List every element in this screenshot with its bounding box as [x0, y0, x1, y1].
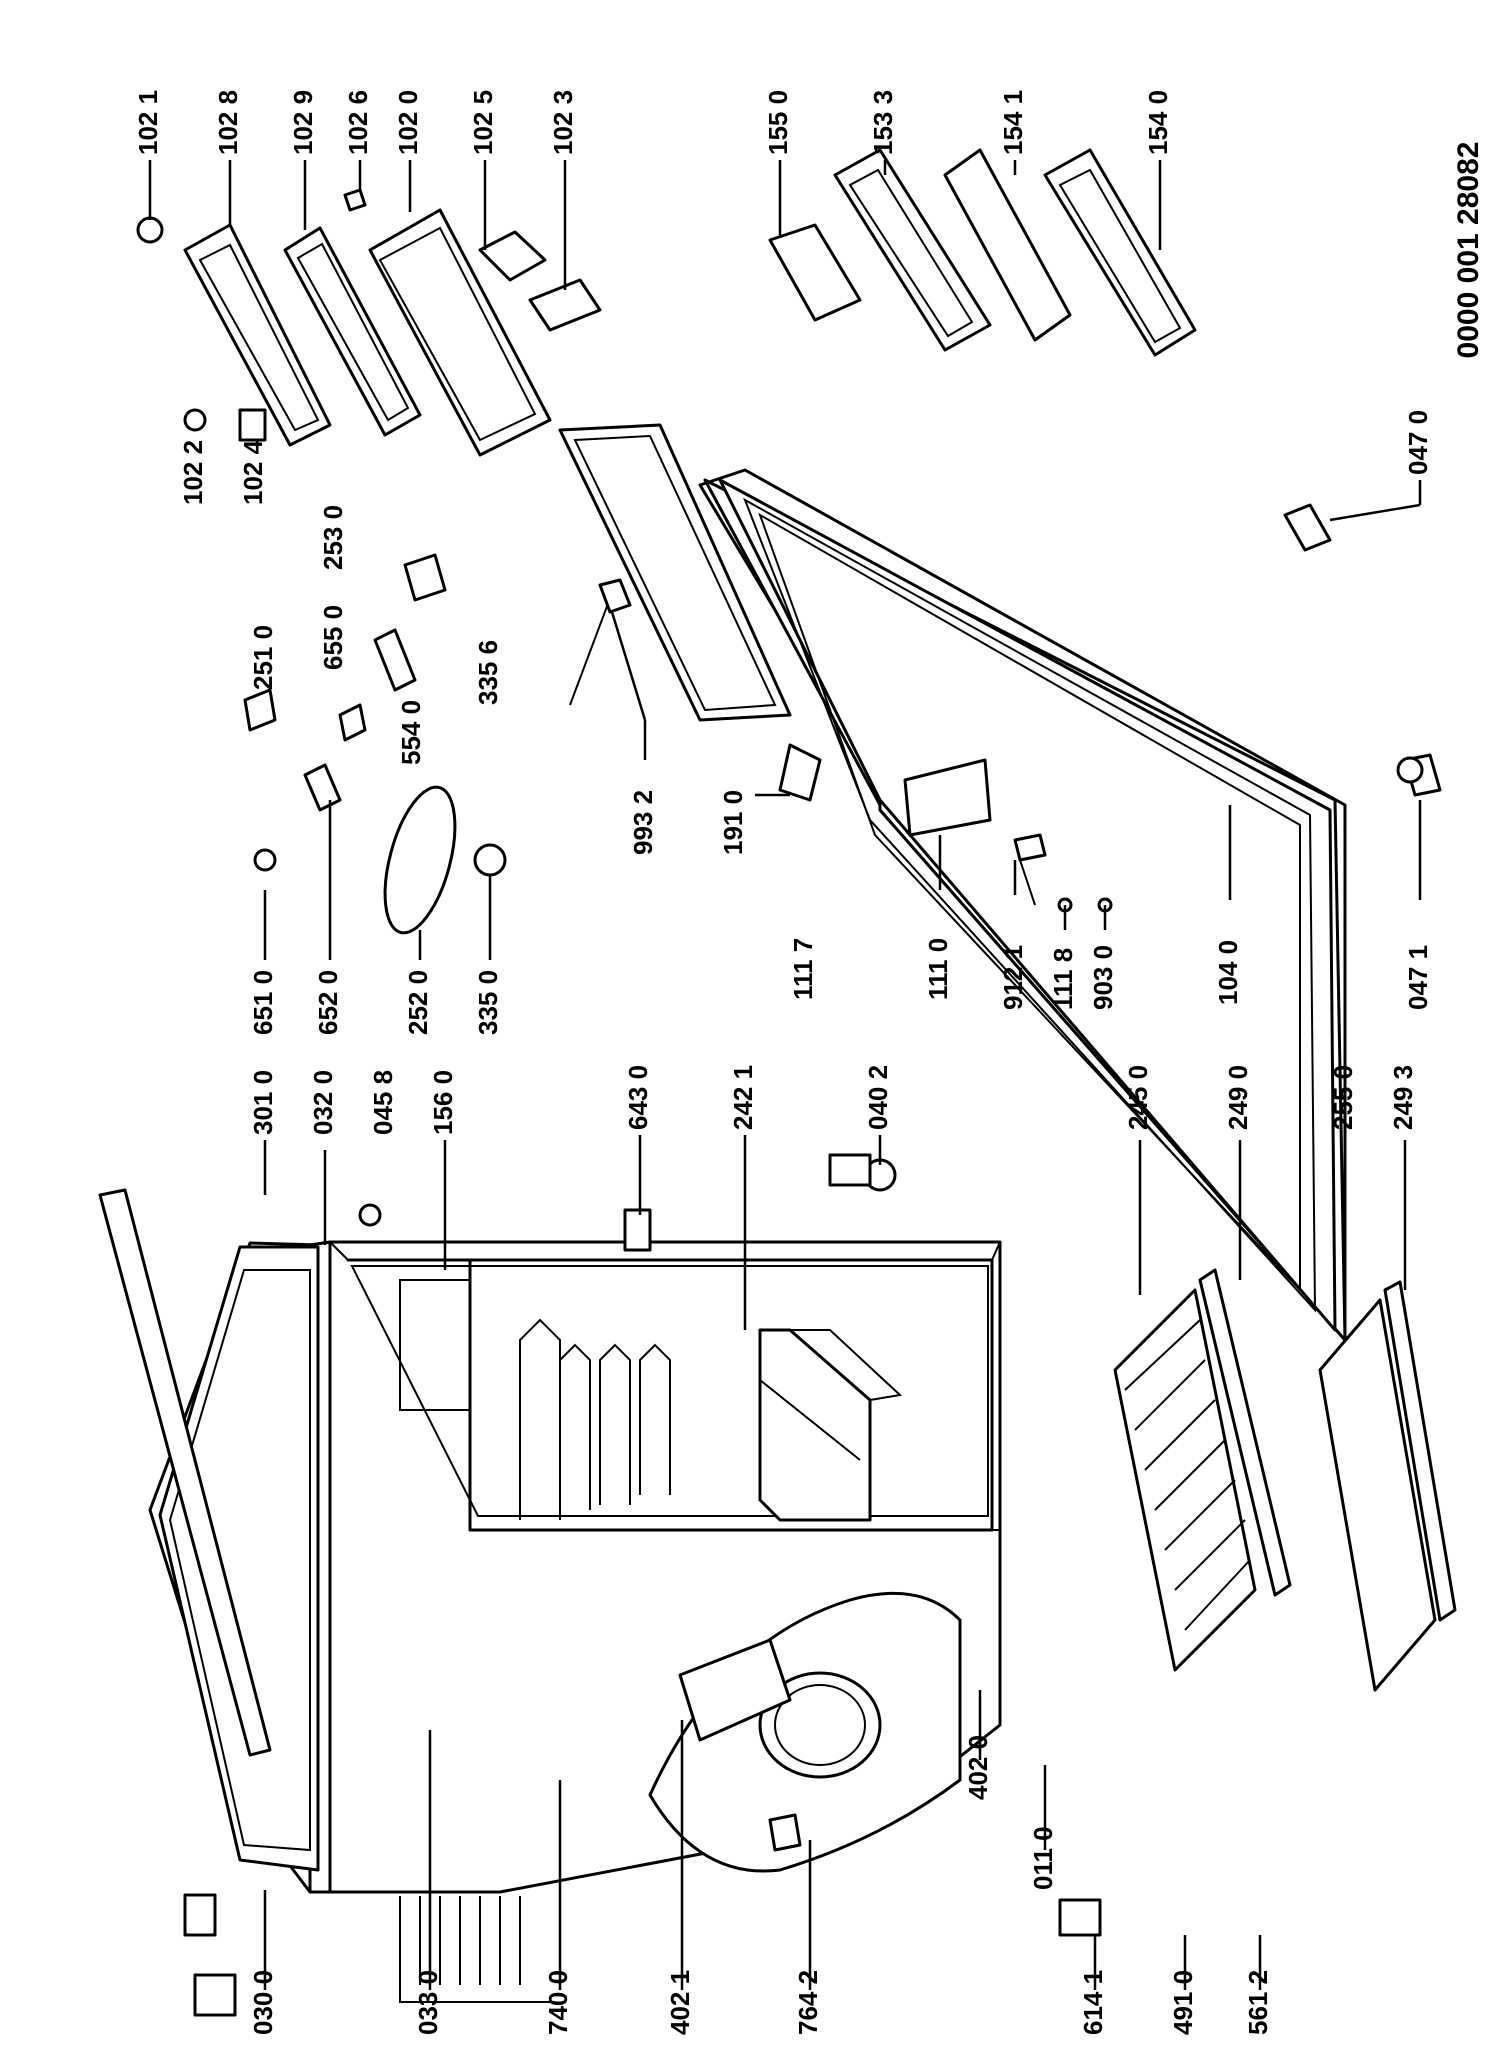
shelf-parts [1113, 1268, 1457, 1692]
hinge-bottom-part [828, 1153, 872, 1187]
lamp-cover-part [623, 1208, 652, 1252]
label-993-2: 993 2 [628, 790, 658, 855]
label-111-8: 111 8 [1048, 948, 1078, 1010]
label-102-9: 102 9 [288, 90, 318, 155]
label-047-0: 047 0 [1403, 410, 1433, 475]
label-104-0: 104 0 [1213, 940, 1243, 1005]
label-912-1: 912 1 [998, 945, 1028, 1010]
label-102-3: 102 3 [548, 90, 578, 155]
label-011-0: 011 0 [1028, 1826, 1058, 1890]
label-249-0: 249 0 [1223, 1065, 1253, 1130]
label-102-1: 102 1 [133, 90, 163, 155]
document-code: 0000 001 28082 [1452, 142, 1485, 359]
label-652-0: 652 0 [313, 970, 343, 1035]
leader-lines [148, 160, 1422, 1990]
label-242-1: 242 1 [728, 1065, 758, 1130]
label-651-0: 651 0 [248, 970, 278, 1035]
loose-parts [183, 1813, 1102, 2017]
top-trim-part [98, 1188, 272, 1757]
label-033-0: 033 0 [413, 1970, 443, 2035]
label-111-0: 111 0 [923, 938, 953, 1000]
label-102-4: 102 4 [238, 439, 268, 505]
screw-part [358, 1203, 382, 1227]
door-parts [558, 423, 1347, 1342]
label-030-0: 030 0 [248, 1970, 278, 2035]
label-047-1: 047 1 [1403, 945, 1433, 1010]
label-335-0: 335 0 [473, 970, 503, 1035]
label-191-0: 191 0 [718, 790, 748, 855]
label-655-0: 655 0 [318, 605, 348, 670]
label-032-0: 032 0 [308, 1070, 338, 1135]
label-155-0: 155 0 [763, 90, 793, 155]
label-153-3: 153 3 [868, 90, 898, 155]
label-154-0: 154 0 [1143, 90, 1173, 155]
label-251-0: 251 0 [248, 625, 278, 690]
label-255-0: 255 0 [1328, 1065, 1358, 1130]
label-249-3: 249 3 [1388, 1065, 1418, 1130]
label-335-6: 335 6 [473, 640, 503, 705]
cabinet-drawing [148, 1240, 1002, 2003]
label-102-6: 102 6 [343, 90, 373, 155]
label-903-0: 903 0 [1088, 945, 1118, 1010]
label-740-0: 740 0 [543, 1970, 573, 2035]
label-045-8: 045 8 [368, 1070, 398, 1135]
label-156-0: 156 0 [428, 1070, 458, 1135]
label-402-1: 402 1 [665, 1970, 695, 2035]
label-614-1: 614 1 [1078, 1970, 1108, 2035]
label-253-0: 253 0 [318, 505, 348, 570]
label-301-0: 301 0 [248, 1070, 278, 1135]
label-561-2: 561 2 [1243, 1970, 1273, 2035]
label-252-0: 252 0 [403, 970, 433, 1035]
label-040-2: 040 2 [863, 1065, 893, 1130]
label-102-5: 102 5 [468, 90, 498, 155]
door-shelf-parts [136, 148, 1197, 457]
label-643-0: 643 0 [623, 1065, 653, 1130]
label-111-7: 111 7 [788, 938, 818, 1000]
label-402-0: 402 0 [963, 1735, 993, 1800]
label-102-8: 102 8 [213, 90, 243, 155]
label-102-0: 102 0 [393, 90, 423, 155]
label-764-2: 764 2 [793, 1970, 823, 2035]
label-102-2: 102 2 [178, 440, 208, 505]
label-154-1: 154 1 [998, 90, 1028, 155]
part-labels: 030 0 033 0 740 0 402 1 764 2 614 1 491 … [133, 90, 1433, 2035]
label-554-0: 554 0 [396, 700, 426, 765]
label-245-0: 245 0 [1123, 1065, 1153, 1130]
label-491-0: 491 0 [1168, 1970, 1198, 2035]
